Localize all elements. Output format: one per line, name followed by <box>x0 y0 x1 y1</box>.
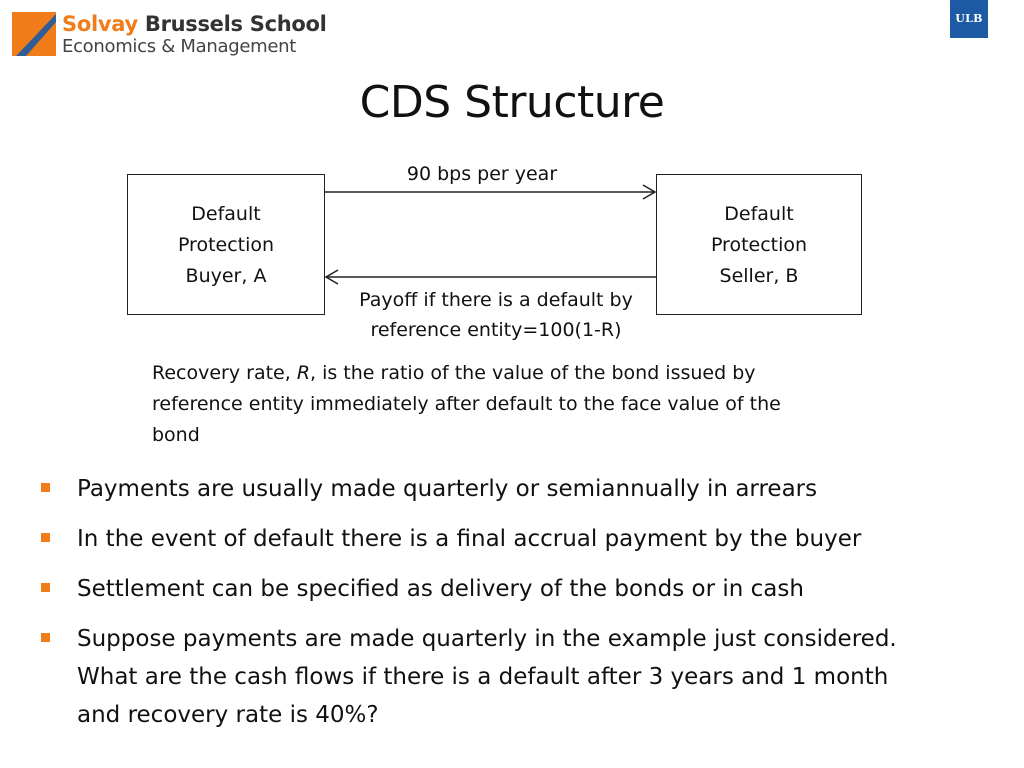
recovery-note-line-2: reference entity immediately after defau… <box>152 393 781 415</box>
logo-subtitle: Economics & Management <box>62 36 296 57</box>
recovery-rate-note: Recovery rate, R, is the ratio of the va… <box>152 358 852 451</box>
buyer-line-1: Default <box>191 203 261 225</box>
recovery-note-line-1: Recovery rate, R, is the ratio of the va… <box>152 358 852 389</box>
bullet-text: In the event of default there is a final… <box>77 520 1000 558</box>
buyer-line-3: Buyer, A <box>185 265 267 287</box>
bullet-item: Suppose payments are made quarterly in t… <box>40 620 1000 734</box>
bullet-line: What are the cash flows if there is a de… <box>77 664 889 690</box>
recovery-note-suffix: , is the ratio of the value of the bond … <box>310 362 756 384</box>
seller-line-1: Default <box>724 203 794 225</box>
bullet-square-icon <box>41 583 50 592</box>
payoff-label-line-2: reference entity=100(1-R) <box>370 319 622 341</box>
seller-line-2: Protection <box>710 234 808 256</box>
bullet-square-icon <box>41 483 50 492</box>
bullet-item: Settlement can be specified as delivery … <box>40 570 1000 608</box>
logo-brand: Solvay <box>62 12 138 36</box>
page-title: CDS Structure <box>359 77 665 128</box>
logo-name: Brussels School <box>144 12 327 36</box>
seller-line-3: Seller, B <box>719 265 799 287</box>
bullet-line: and recovery rate is 40%? <box>77 702 379 728</box>
bullet-square-icon <box>41 533 50 542</box>
bullet-line: Settlement can be specified as delivery … <box>77 576 804 602</box>
logo-title: Solvay Brussels School <box>62 12 327 36</box>
bullet-item: Payments are usually made quarterly or s… <box>40 470 1000 508</box>
bullet-item: In the event of default there is a final… <box>40 520 1000 558</box>
protection-buyer-box: Default Protection Buyer, A <box>127 174 325 315</box>
bullet-text: Payments are usually made quarterly or s… <box>77 470 1000 508</box>
bullet-line: In the event of default there is a final… <box>77 526 862 552</box>
buyer-line-2: Protection <box>177 234 275 256</box>
bullet-text: Settlement can be specified as delivery … <box>77 570 1000 608</box>
premium-label: 90 bps per year <box>406 163 558 185</box>
bullet-text: Suppose payments are made quarterly in t… <box>77 620 1000 734</box>
ulb-badge: ULB <box>950 0 988 38</box>
bullet-square-icon <box>41 633 50 642</box>
payoff-label: Payoff if there is a default by referenc… <box>336 285 656 345</box>
bullet-list: Payments are usually made quarterly or s… <box>40 470 1000 746</box>
logo-text: Solvay Brussels School Economics & Manag… <box>62 12 327 58</box>
bullet-line: Payments are usually made quarterly or s… <box>77 476 818 502</box>
recovery-symbol: R <box>296 362 311 384</box>
solvay-logo-icon <box>12 12 56 56</box>
recovery-note-line-3: bond <box>152 424 200 446</box>
recovery-note-prefix: Recovery rate, <box>152 362 297 384</box>
protection-seller-box: Default Protection Seller, B <box>656 174 862 315</box>
payoff-arrow <box>324 269 656 285</box>
bullet-line: Suppose payments are made quarterly in t… <box>77 626 897 652</box>
payoff-label-line-1: Payoff if there is a default by <box>359 289 633 311</box>
